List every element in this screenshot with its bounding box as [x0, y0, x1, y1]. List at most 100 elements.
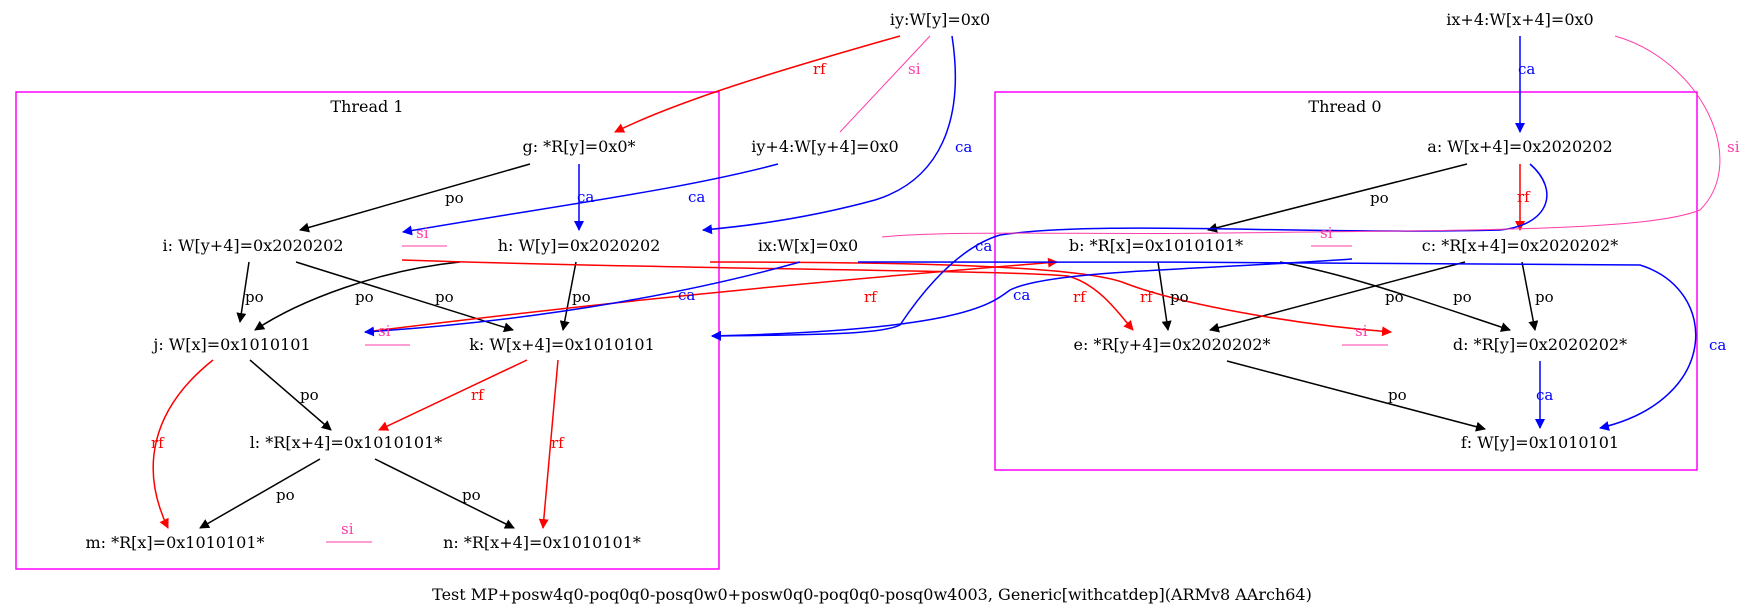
edge-iy-h-ca	[702, 35, 956, 235]
edge-h-j-po	[254, 261, 461, 331]
si-labels: si si si si si si si	[341, 60, 1740, 538]
edge-label-po: po	[355, 288, 374, 306]
edge-b-d-po	[1279, 261, 1511, 332]
node-m: m: *R[x]=0x1010101*	[85, 533, 264, 552]
edge-c-d-po	[1521, 261, 1539, 331]
edge-g-i-po	[299, 163, 531, 233]
si-markers	[326, 245, 1388, 543]
edge-label-rf: rf	[1140, 288, 1154, 306]
edge-label-po: po	[462, 486, 481, 504]
node-c: c: *R[x+4]=0x2020202*	[1422, 236, 1618, 255]
edge-label-rf: rf	[1073, 288, 1087, 306]
node-a: a: W[x+4]=0x2020202	[1427, 137, 1612, 156]
edge-k-l-rf	[378, 359, 528, 431]
edge-iy4-si-ca	[402, 163, 779, 236]
node-e: e: *R[y+4]=0x2020202*	[1074, 335, 1271, 354]
node-f: f: W[y]=0x1010101	[1461, 433, 1619, 452]
edge-c-e-po	[1209, 261, 1466, 333]
edge-label-po: po	[1388, 386, 1407, 404]
edge-label-po: po	[276, 486, 295, 504]
edge-label-po: po	[1385, 288, 1404, 306]
edge-l-m-po	[199, 458, 321, 529]
edge-label-rf: rf	[551, 434, 565, 452]
edge-j-m-rf	[152, 359, 214, 529]
node-i: i: W[y+4]=0x2020202	[162, 236, 343, 255]
edge-label-si: si	[1320, 224, 1333, 242]
thread1-label: Thread 1	[330, 97, 403, 116]
node-b: b: *R[x]=0x1010101*	[1069, 236, 1243, 255]
node-n: n: *R[x+4]=0x1010101*	[443, 533, 641, 552]
edge-label-ca: ca	[1536, 386, 1553, 404]
node-d: d: *R[y]=0x2020202*	[1453, 335, 1627, 354]
edge-h-k-po	[559, 261, 577, 331]
edge-label-po: po	[245, 288, 264, 306]
node-h: h: W[y]=0x2020202	[498, 236, 661, 255]
node-iy: iy:W[y]=0x0	[890, 10, 990, 29]
edge-label-si: si	[341, 520, 354, 538]
edge-iy-iy4-si	[839, 35, 931, 133]
edge-label-po: po	[1453, 288, 1472, 306]
rf-edges	[152, 35, 1525, 529]
edge-label-si: si	[908, 60, 921, 78]
po-edges	[199, 163, 1539, 529]
edge-label-rf: rf	[1517, 188, 1531, 206]
edge-label-rf: rf	[813, 60, 827, 78]
edge-i-e-rf	[401, 259, 1134, 331]
edge-l-n-po	[374, 458, 515, 529]
node-ix4: ix+4:W[x+4]=0x0	[1446, 10, 1593, 29]
edge-label-po: po	[1535, 288, 1554, 306]
edge-label-si: si	[1355, 322, 1368, 340]
rf-labels: rf rf rf rf rf rf rf rf	[151, 60, 1531, 452]
edge-label-ca: ca	[678, 286, 695, 304]
edge-label-si: si	[1727, 138, 1740, 156]
po-labels: po po po po po po po po po po po po po p…	[245, 189, 1554, 504]
thread0-label: Thread 0	[1308, 97, 1381, 116]
edge-label-ca: ca	[1013, 286, 1030, 304]
node-iy4: iy+4:W[y+4]=0x0	[751, 137, 898, 156]
ca-edges	[364, 35, 1697, 431]
node-l: l: *R[x+4]=0x1010101*	[250, 433, 443, 452]
edge-label-rf: rf	[471, 386, 485, 404]
node-j: j: W[x]=0x1010101	[151, 335, 310, 354]
diagram-caption: Test MP+posw4q0-poq0q0-posq0w0+posw0q0-p…	[432, 585, 1312, 604]
edge-label-ca: ca	[1709, 336, 1726, 354]
node-k: k: W[x+4]=0x1010101	[469, 335, 655, 354]
edge-label-si: si	[416, 224, 429, 242]
edge-label-po: po	[1170, 288, 1189, 306]
edge-ix-j-ca	[364, 261, 801, 337]
edge-k-n-rf	[538, 359, 559, 529]
edge-label-ca: ca	[688, 188, 705, 206]
edge-ix-f-ca	[857, 261, 1697, 431]
node-g: g: *R[y]=0x0*	[522, 137, 635, 156]
edge-label-si: si	[378, 322, 391, 340]
ca-labels: ca ca ca ca ca ca ca ca ca	[577, 60, 1726, 404]
edge-label-ca: ca	[955, 138, 972, 156]
edge-label-ca: ca	[577, 188, 594, 206]
si-edges	[839, 35, 1721, 238]
edge-iy-g-rf	[614, 35, 901, 133]
edge-label-ca: ca	[1518, 60, 1535, 78]
edge-j-l-po	[249, 359, 332, 431]
thread0-cluster	[994, 91, 1698, 471]
edge-i-k-po	[295, 261, 514, 333]
edge-label-ca: ca	[975, 237, 992, 255]
thread1-cluster	[15, 91, 720, 570]
edge-label-rf: rf	[151, 434, 165, 452]
edge-label-po: po	[435, 288, 454, 306]
edge-label-po: po	[572, 288, 591, 306]
edge-h-si-rf	[709, 261, 1392, 337]
edge-label-po: po	[445, 189, 464, 207]
edge-a-b-po	[1207, 163, 1468, 233]
nodes: iy:W[y]=0x0 ix+4:W[x+4]=0x0 g: *R[y]=0x0…	[85, 10, 1627, 552]
node-ix: ix:W[x]=0x0	[758, 236, 858, 255]
edge-e-f-po	[1226, 360, 1486, 432]
edge-b-si-ca	[711, 258, 1353, 341]
edge-ix4-ix-si	[881, 35, 1721, 238]
edge-i-j-po	[236, 261, 250, 323]
edge-label-rf: rf	[864, 288, 878, 306]
edge-a-k-ca	[711, 163, 1548, 341]
edge-label-po: po	[300, 386, 319, 404]
edge-label-po: po	[1370, 189, 1389, 207]
edge-e-j-rf	[364, 257, 1058, 333]
